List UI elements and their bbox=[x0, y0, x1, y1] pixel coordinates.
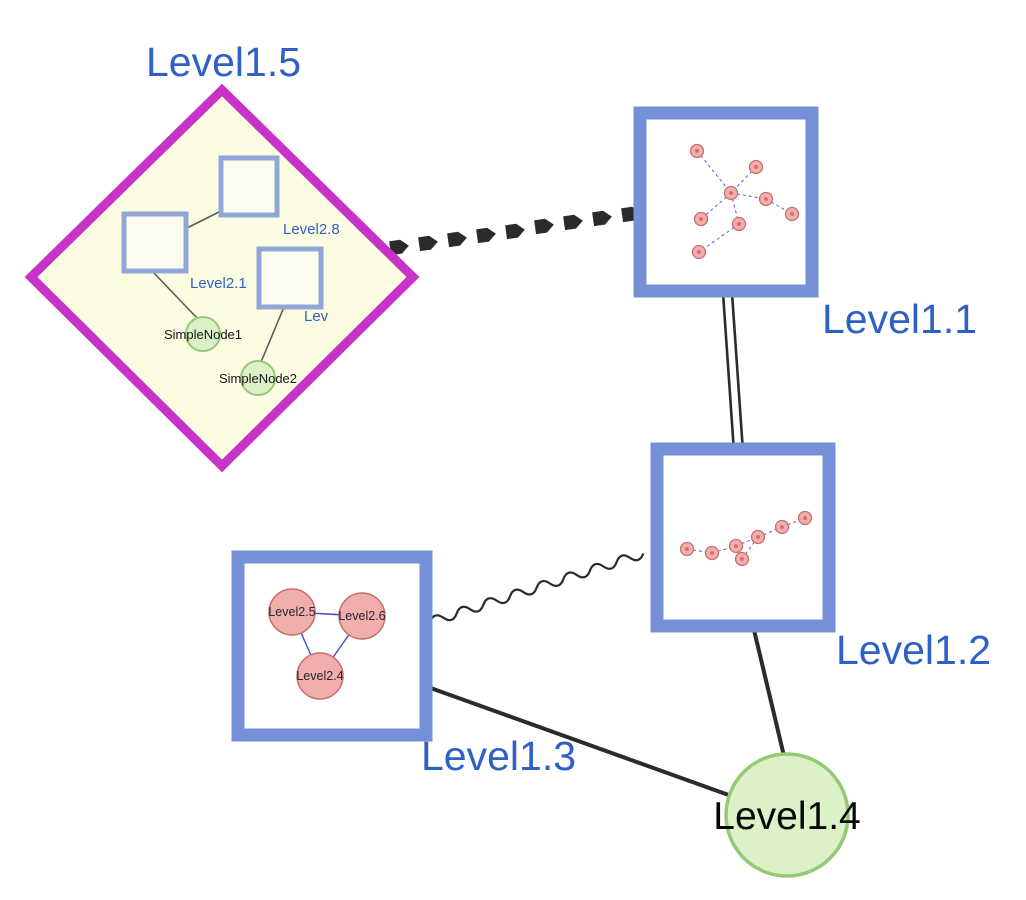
mini-edge bbox=[741, 536, 759, 560]
mini-node-dot bbox=[764, 197, 768, 201]
label-level1-3: Level1.3 bbox=[421, 733, 576, 779]
mini-node-dot bbox=[734, 544, 738, 548]
inner-graph-level1-2 bbox=[679, 510, 813, 567]
edge-level13-level12-wavy[interactable] bbox=[428, 549, 645, 626]
label-level1-2: Level1.2 bbox=[836, 627, 991, 673]
node-level2-8[interactable] bbox=[218, 155, 280, 218]
node-level1-1[interactable] bbox=[633, 106, 819, 298]
double-line-left bbox=[721, 292, 736, 453]
node-level2-1[interactable] bbox=[121, 211, 189, 274]
edge-level12-level14[interactable] bbox=[752, 629, 786, 757]
label-level2-5: Level2.5 bbox=[268, 605, 315, 619]
arrow-dash-icon bbox=[418, 234, 439, 252]
node-level1-4[interactable]: Level1.4 bbox=[713, 752, 861, 878]
arrow-dash-icon bbox=[592, 209, 613, 227]
node-frame[interactable] bbox=[650, 442, 836, 633]
node-level2-6[interactable] bbox=[338, 592, 386, 640]
node-frame[interactable] bbox=[633, 106, 819, 298]
edge-level13-level14[interactable] bbox=[424, 684, 738, 800]
label-simplenode1: SimpleNode1 bbox=[164, 327, 242, 342]
node-frame[interactable] bbox=[231, 550, 433, 742]
mini-node-dot bbox=[790, 212, 794, 216]
mini-node-dot bbox=[695, 149, 699, 153]
edge-levelx-simplenode2[interactable] bbox=[260, 306, 285, 363]
node-level1-2[interactable] bbox=[650, 442, 836, 633]
edge-level15-level11-dashed-arrow[interactable] bbox=[389, 205, 642, 256]
mini-node-dot bbox=[737, 222, 741, 226]
mini-node-dot bbox=[756, 535, 760, 539]
node-simplenode2[interactable] bbox=[240, 360, 276, 396]
edge-level11-level12-double-line[interactable] bbox=[721, 292, 745, 453]
label-level1-4: Level1.4 bbox=[713, 795, 860, 838]
label-level2-4: Level2.4 bbox=[296, 669, 343, 683]
arrow-dash-icon bbox=[476, 226, 497, 244]
mini-edge bbox=[698, 223, 740, 253]
mini-edge bbox=[686, 548, 713, 554]
label-level1-5: Level1.5 bbox=[146, 39, 301, 85]
node-circle[interactable] bbox=[724, 752, 850, 878]
mini-edge bbox=[757, 526, 783, 538]
node-simplenode1[interactable] bbox=[185, 316, 221, 352]
node-level1-5[interactable]: Level2.8 Level2.1 Lev SimpleNode1 Simple… bbox=[24, 83, 420, 473]
wavy-line bbox=[428, 553, 645, 623]
arrow-dash-icon bbox=[505, 222, 526, 240]
node-level2-4[interactable] bbox=[296, 652, 344, 700]
node-level2-x[interactable] bbox=[256, 246, 324, 310]
label-level2-x: Lev bbox=[304, 308, 329, 325]
mini-node-dot bbox=[780, 525, 784, 529]
node-level2-5[interactable] bbox=[268, 588, 316, 636]
mini-node-dot bbox=[699, 217, 703, 221]
label-level2-6: Level2.6 bbox=[338, 609, 385, 623]
node-level1-3[interactable]: Level2.5 Level2.6 Level2.4 bbox=[231, 550, 433, 742]
mini-node-dot bbox=[729, 191, 733, 195]
arrow-dash-icon bbox=[534, 217, 555, 235]
arrow-dash-icon bbox=[563, 213, 584, 231]
mini-node-dot bbox=[685, 547, 689, 551]
mini-node-dot bbox=[754, 165, 758, 169]
arrow-dash-icon bbox=[447, 230, 468, 248]
label-simplenode2: SimpleNode2 bbox=[219, 371, 297, 386]
label-level1-1: Level1.1 bbox=[822, 296, 977, 342]
edge-level28-level21[interactable] bbox=[186, 210, 222, 229]
label-level2-1: Level2.1 bbox=[190, 275, 247, 292]
mini-node-dot bbox=[697, 250, 701, 254]
mini-node-dot bbox=[710, 551, 714, 555]
double-line-right bbox=[730, 292, 745, 453]
mini-node-dot bbox=[740, 557, 744, 561]
edge-level21-simplenode1[interactable] bbox=[151, 270, 199, 320]
mini-node-dot bbox=[803, 516, 807, 520]
diamond-shape[interactable] bbox=[24, 83, 420, 473]
inner-graph-level1-1 bbox=[689, 143, 800, 260]
label-level2-8: Level2.8 bbox=[283, 221, 340, 238]
